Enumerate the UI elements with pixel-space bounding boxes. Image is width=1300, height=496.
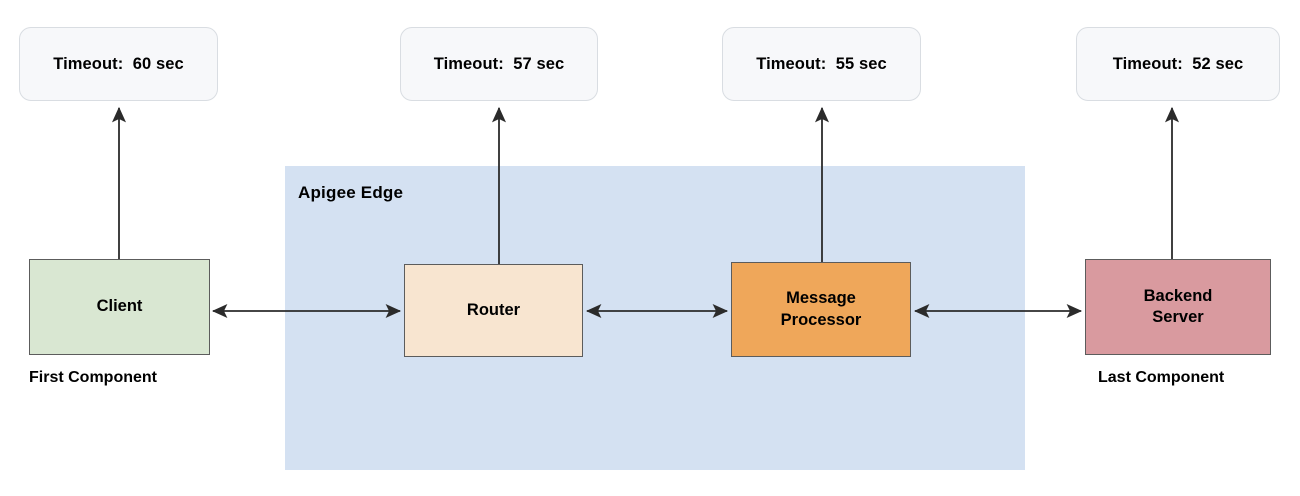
timeout-callout-router-text: Timeout: 57 sec [433, 54, 565, 73]
node-router: Router [404, 264, 583, 357]
node-backend-server-label: Backend Server [1143, 286, 1213, 326]
timeout-callout-client: Timeout: 60 sec [19, 27, 218, 101]
apigee-edge-label: Apigee Edge [298, 183, 404, 202]
timeout-callout-client-text: Timeout: 60 sec [53, 54, 184, 73]
timeout-callout-message-processor: Timeout: 55 sec [722, 27, 921, 101]
caption-last-component: Last Component [1098, 369, 1225, 386]
node-backend-server: Backend Server [1085, 259, 1271, 355]
timeout-callout-message-processor-text: Timeout: 55 sec [756, 54, 887, 73]
caption-first-component: First Component [29, 369, 157, 386]
node-router-label: Router [466, 300, 521, 319]
node-message-processor: Message Processor [731, 262, 911, 357]
timeout-callout-backend-server-text: Timeout: 52 sec [1112, 54, 1244, 73]
node-client-label: Client [96, 297, 143, 316]
apigee-edge-zone [285, 166, 1025, 470]
timeout-callout-backend-server: Timeout: 52 sec [1076, 27, 1280, 101]
node-message-processor-label: Message Processor [780, 289, 862, 329]
node-client: Client [29, 259, 210, 355]
timeout-callout-router: Timeout: 57 sec [400, 27, 598, 101]
